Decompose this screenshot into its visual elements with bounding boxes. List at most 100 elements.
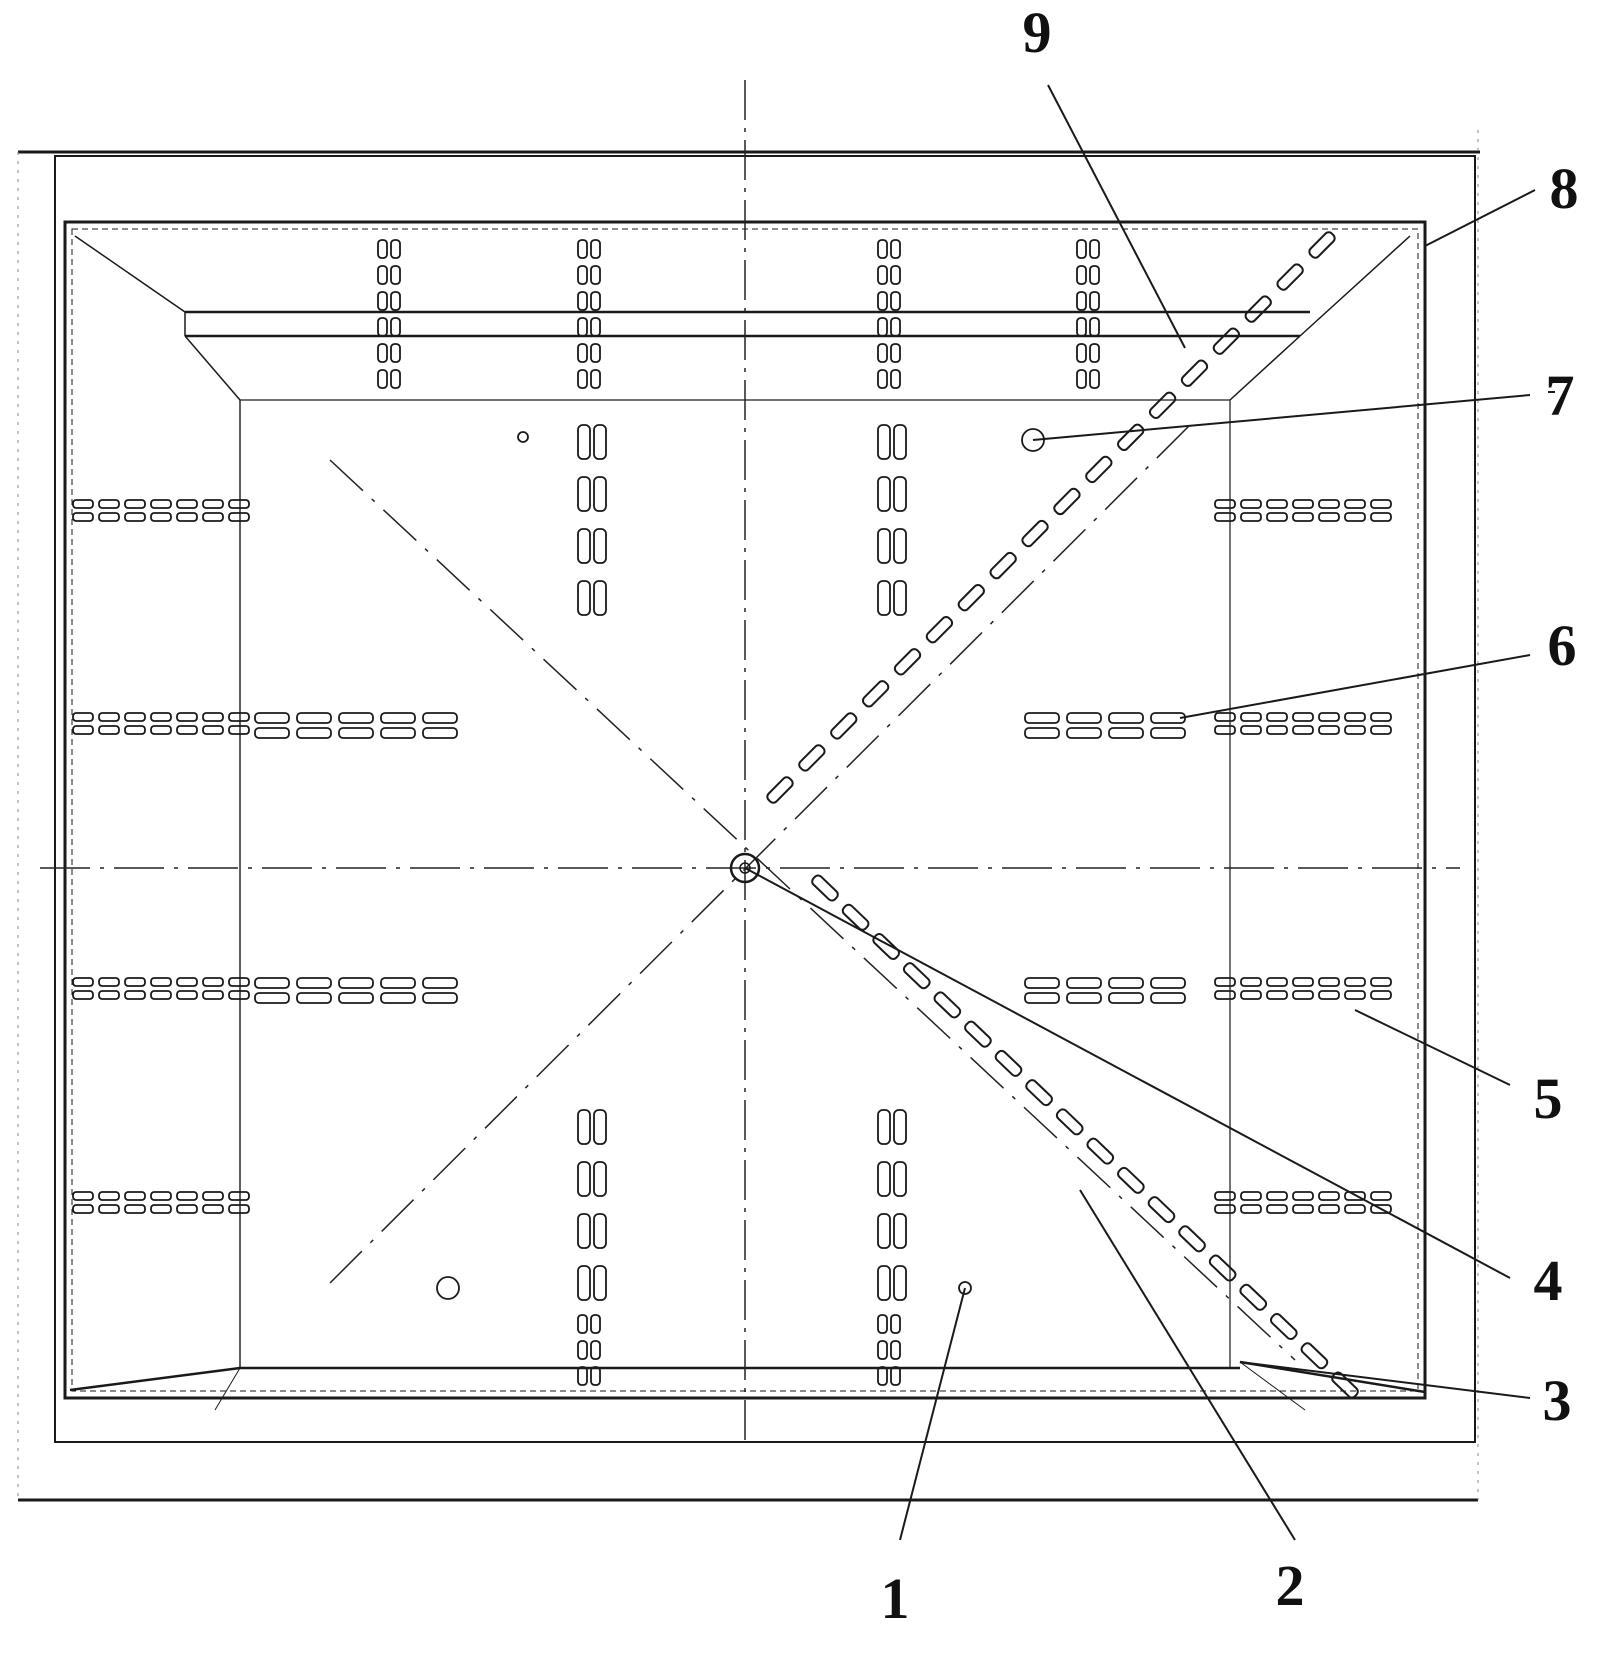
vent-slot bbox=[893, 580, 907, 616]
diagonal-slot bbox=[872, 932, 900, 960]
vent-slot bbox=[1344, 990, 1366, 1000]
vent-slot bbox=[1292, 1191, 1314, 1201]
diagonal-slot bbox=[1117, 423, 1145, 452]
diagonal-slot bbox=[893, 648, 922, 676]
vent-slot bbox=[590, 1366, 601, 1386]
vent-slot bbox=[1292, 1204, 1314, 1214]
vent-slot bbox=[593, 580, 607, 616]
vent-slot bbox=[72, 712, 94, 722]
vent-slot bbox=[1292, 512, 1314, 522]
vent-slot bbox=[877, 317, 888, 337]
vent-slot bbox=[254, 992, 290, 1004]
vent-slot bbox=[577, 291, 588, 311]
diagonal-slot bbox=[1308, 231, 1336, 259]
vent-slot bbox=[577, 528, 591, 564]
vent-slot bbox=[577, 369, 588, 389]
callout-3: 3 bbox=[1543, 1368, 1572, 1433]
vent-slot bbox=[593, 1161, 607, 1197]
vent-slot bbox=[1292, 725, 1314, 735]
vent-slot bbox=[202, 712, 224, 722]
vent-slot bbox=[890, 291, 901, 311]
diagonal-slot bbox=[1178, 1225, 1206, 1253]
vent-slot bbox=[1318, 1204, 1340, 1214]
vent-slot bbox=[228, 1191, 250, 1201]
vent-slot bbox=[577, 1109, 591, 1145]
vent-slot bbox=[296, 712, 332, 724]
vent-slot bbox=[390, 265, 401, 285]
vent-slot bbox=[202, 512, 224, 522]
vent-slot bbox=[338, 727, 374, 739]
vent-slot bbox=[228, 977, 250, 987]
vent-slot bbox=[72, 725, 94, 735]
vent-slot bbox=[1214, 990, 1236, 1000]
vent-slots bbox=[72, 239, 1392, 1386]
diagonal-slot bbox=[830, 712, 858, 740]
vent-slot bbox=[577, 317, 588, 337]
vent-slot bbox=[124, 499, 146, 509]
vent-slot bbox=[1318, 712, 1340, 722]
diagonal-slot bbox=[1270, 1313, 1298, 1341]
vent-slot bbox=[893, 1265, 907, 1301]
diagonal-slot bbox=[1208, 1254, 1237, 1282]
vent-slot bbox=[1266, 977, 1288, 987]
vent-slot bbox=[377, 291, 388, 311]
vent-slot bbox=[577, 1366, 588, 1386]
vent-slot bbox=[1370, 712, 1392, 722]
vent-slot bbox=[890, 343, 901, 363]
vent-slot bbox=[593, 1213, 607, 1249]
vent-slot bbox=[390, 239, 401, 259]
diagonal-slot-rows bbox=[766, 231, 1359, 1399]
vent-slot bbox=[1370, 990, 1392, 1000]
vent-slot bbox=[124, 1191, 146, 1201]
center-drain bbox=[729, 852, 761, 884]
vent-slot bbox=[150, 712, 172, 722]
vent-slot bbox=[98, 725, 120, 735]
vent-slot bbox=[1240, 499, 1262, 509]
vent-slot bbox=[1076, 369, 1087, 389]
vent-slot bbox=[150, 990, 172, 1000]
vent-slot bbox=[1370, 1204, 1392, 1214]
vent-slot bbox=[593, 528, 607, 564]
vent-slot bbox=[877, 1314, 888, 1334]
diagonal-slot bbox=[902, 962, 931, 990]
diagonal-slot bbox=[1276, 263, 1304, 291]
vent-slot bbox=[577, 265, 588, 285]
vent-slot bbox=[893, 1213, 907, 1249]
vent-slot bbox=[877, 343, 888, 363]
callout-1: 1 bbox=[881, 1566, 910, 1631]
diagonal-slot bbox=[766, 776, 794, 804]
callout-6: 6 bbox=[1548, 613, 1577, 678]
vent-slot bbox=[377, 343, 388, 363]
vent-slot bbox=[202, 725, 224, 735]
vent-slot bbox=[1150, 977, 1186, 989]
vent-slot bbox=[1066, 712, 1102, 724]
vent-slot bbox=[1318, 725, 1340, 735]
vent-slot bbox=[593, 1109, 607, 1145]
vent-slot bbox=[377, 317, 388, 337]
outer-frame bbox=[17, 130, 1480, 1502]
small-holes bbox=[436, 428, 1045, 1300]
diagonal-slot bbox=[1148, 391, 1177, 419]
vent-slot bbox=[1318, 977, 1340, 987]
vent-slot bbox=[98, 712, 120, 722]
vent-slot bbox=[150, 1204, 172, 1214]
vent-slot bbox=[380, 727, 416, 739]
vent-slot bbox=[1370, 725, 1392, 735]
vent-slot bbox=[893, 476, 907, 512]
vent-slot bbox=[1240, 990, 1262, 1000]
vent-slot bbox=[1214, 1191, 1236, 1201]
vent-slot bbox=[72, 1204, 94, 1214]
vent-slot bbox=[1370, 977, 1392, 987]
vent-slot bbox=[1266, 512, 1288, 522]
diagonal-slot bbox=[989, 551, 1017, 580]
vent-slot bbox=[593, 476, 607, 512]
diagonal-slot bbox=[1117, 1166, 1145, 1194]
vent-slot bbox=[254, 977, 290, 989]
diagonal-slot bbox=[841, 903, 870, 931]
vent-slot bbox=[890, 1314, 901, 1334]
diagonal-slot bbox=[964, 1020, 992, 1048]
vent-slot bbox=[877, 369, 888, 389]
vent-slot bbox=[422, 727, 458, 739]
vent-slot bbox=[377, 369, 388, 389]
vent-slot bbox=[254, 727, 290, 739]
